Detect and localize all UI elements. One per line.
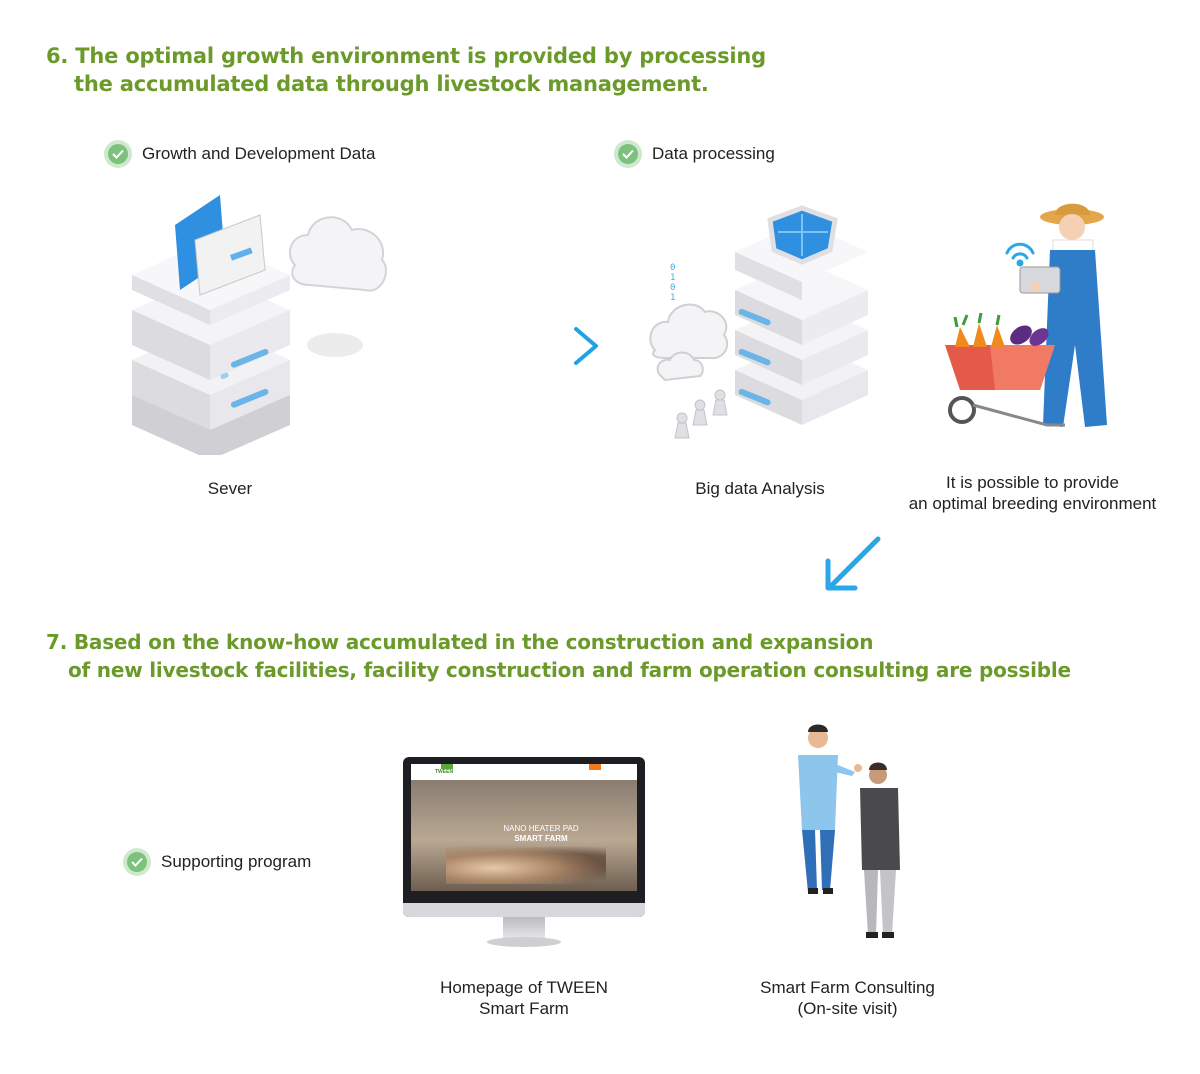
check-icon	[123, 848, 151, 876]
wheelbarrow-icon	[945, 345, 1065, 427]
svg-text:1: 1	[670, 273, 675, 283]
farmer-figure-icon	[1019, 203, 1107, 427]
farmer-illustration	[945, 203, 1107, 427]
growth-data-label: Growth and Development Data	[104, 140, 375, 168]
monitor-stand-neck	[503, 917, 545, 939]
check-icon	[104, 140, 132, 168]
breeding-caption-line1: It is possible to provide	[946, 473, 1119, 492]
monitor-illustration: TWEEN NANO HEATER PAD SMART FARM	[403, 757, 645, 957]
screen-green-tab	[441, 764, 453, 769]
breeding-caption: It is possible to provide an optimal bre…	[880, 472, 1185, 514]
svg-text:0: 0	[670, 283, 675, 293]
server-stack-icon	[132, 240, 290, 455]
supporting-program-label: Supporting program	[123, 848, 311, 876]
monitor-chin	[403, 903, 645, 917]
consulting-illustration	[798, 724, 900, 938]
screen-nav-bar: TWEEN	[411, 764, 637, 780]
arrow-down-left-icon	[825, 536, 881, 591]
vegetables-icon	[953, 312, 1049, 347]
bigdata-caption: Big data Analysis	[695, 479, 825, 498]
shield-icon	[767, 205, 838, 265]
screen-photo-people	[446, 844, 606, 884]
section6-heading-line1: 6. The optimal growth environment is pro…	[46, 44, 766, 68]
screen-accent-tab	[589, 764, 601, 770]
check-icon	[614, 140, 642, 168]
wifi-icon	[1005, 242, 1035, 267]
monitor-screen: TWEEN NANO HEATER PAD SMART FARM	[411, 764, 637, 891]
consulting-caption-line2: (On-site visit)	[797, 999, 898, 1018]
section7-heading: 7. Based on the know-how accumulated in …	[46, 628, 1071, 684]
data-processing-text: Data processing	[652, 144, 775, 163]
folder-icon	[175, 195, 266, 296]
svg-text:1: 1	[670, 293, 675, 303]
screen-logo: TWEEN	[435, 769, 454, 775]
screen-hero-title1: NANO HEATER PAD	[503, 824, 579, 833]
people-figures-icon	[674, 389, 728, 439]
client-figure-icon	[860, 762, 900, 938]
section7-heading-line2: of new livestock facilities, facility co…	[68, 658, 1071, 682]
homepage-caption: Homepage of TWEEN Smart Farm	[420, 977, 628, 1019]
consultant-figure-icon	[798, 724, 862, 894]
section6-heading-line2: the accumulated data through livestock m…	[74, 72, 709, 96]
screen-hero-title2: SMART FARM	[514, 834, 568, 843]
arrow-right-icon	[428, 327, 598, 365]
server-caption: Sever	[207, 479, 253, 498]
cloud-icon	[649, 303, 729, 382]
homepage-caption-line2: Smart Farm	[479, 999, 569, 1018]
supporting-program-text: Supporting program	[161, 852, 312, 871]
consulting-caption: Smart Farm Consulting (On-site visit)	[740, 977, 955, 1019]
section7-heading-line1: 7. Based on the know-how accumulated in …	[46, 630, 874, 654]
cloud-icon	[288, 216, 387, 292]
homepage-caption-line1: Homepage of TWEEN	[440, 978, 608, 997]
growth-data-text: Growth and Development Data	[142, 144, 376, 163]
data-processing-label: Data processing	[614, 140, 775, 168]
breeding-caption-line2: an optimal breeding environment	[908, 494, 1157, 513]
consulting-caption-line1: Smart Farm Consulting	[760, 978, 935, 997]
section6-heading: 6. The optimal growth environment is pro…	[46, 42, 766, 98]
server-illustration	[132, 195, 387, 455]
monitor-frame: TWEEN NANO HEATER PAD SMART FARM	[403, 757, 645, 917]
monitor-stand-base	[487, 937, 561, 947]
svg-text:0: 0	[670, 263, 675, 273]
server-stack-icon	[735, 222, 868, 425]
